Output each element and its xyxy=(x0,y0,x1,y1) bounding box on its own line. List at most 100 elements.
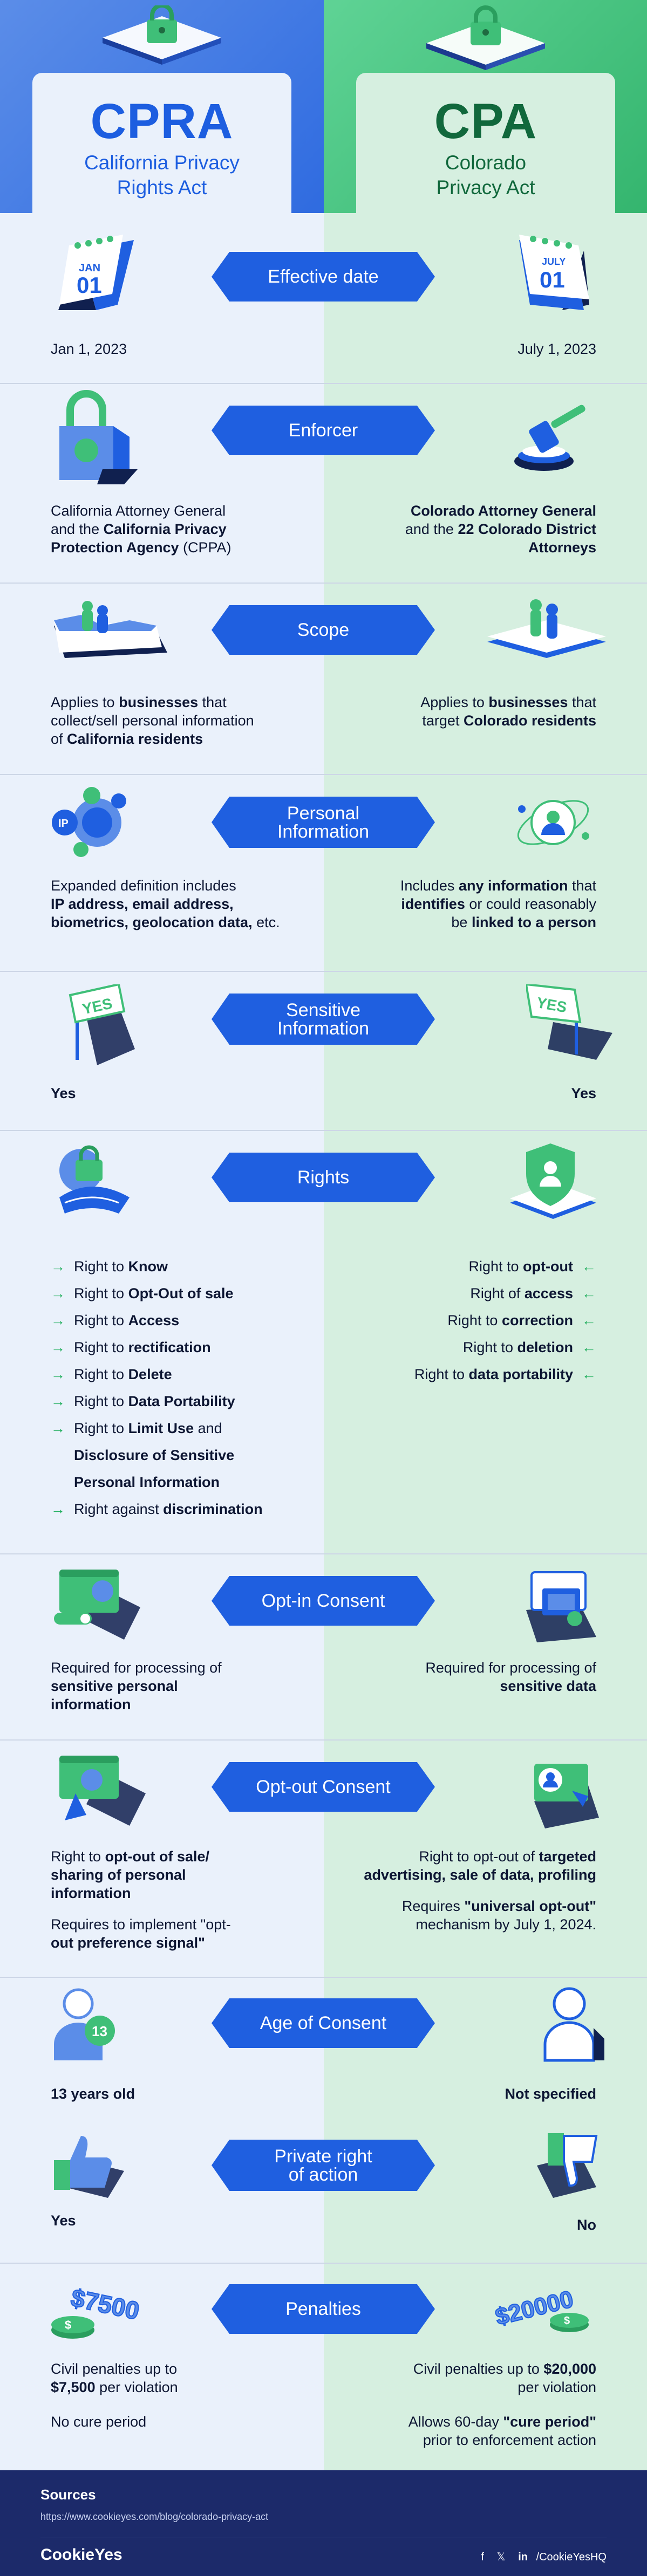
cpa-right-item: Right to data portability← xyxy=(414,1361,596,1388)
divider xyxy=(0,583,647,584)
optin-left-line2-bold: sensitive personal xyxy=(51,1678,178,1694)
cpa-right-bold: access xyxy=(524,1285,573,1301)
personal-left-line2: IP address, email address, xyxy=(51,895,280,913)
optout-right-line2-bold: advertising, sale of data, profiling xyxy=(364,1867,596,1883)
cpra-right-pre: Right to xyxy=(74,1285,128,1301)
sources-heading: Sources xyxy=(40,2486,96,2503)
right-column-background xyxy=(324,0,647,2470)
private-left: Yes xyxy=(51,2211,76,2230)
svg-text:$: $ xyxy=(564,2315,570,2327)
cpa-right-item: Right to deletion← xyxy=(414,1334,596,1361)
cpa-right-pre: Right to xyxy=(468,1258,523,1275)
enforcer-right-line1: Colorado Attorney General xyxy=(405,502,596,520)
sensitive-left-value: Yes xyxy=(51,1085,76,1101)
scope-right: Applies to businesses that target Colora… xyxy=(420,693,596,730)
age-badge-text: 13 xyxy=(92,2023,107,2039)
scope-right-2a: target xyxy=(422,712,464,729)
optin-left-line3-bold: information xyxy=(51,1696,131,1712)
scope-left-1b: businesses xyxy=(119,694,199,710)
divider xyxy=(0,774,647,775)
scope-right-2b: Colorado residents xyxy=(463,712,596,729)
arrow-left-icon: ← xyxy=(582,1339,596,1355)
x-icon[interactable]: 𝕏 xyxy=(496,2551,506,2563)
cpra-right-item: →Right to Opt-Out of sale xyxy=(51,1280,263,1307)
enforcer-right-line2b: 22 Colorado District xyxy=(458,521,596,537)
scope-title: Scope xyxy=(297,620,350,640)
divider xyxy=(0,1977,647,1978)
private-left-value: Yes xyxy=(51,2212,76,2229)
optout-right: Right to opt-out of targeted advertising… xyxy=(364,1847,596,1934)
cpra-right-bold: Delete xyxy=(128,1366,172,1382)
cpra-title-card: CPRA California Privacy Rights Act xyxy=(32,73,291,213)
penalties-right: Civil penalties up to $20,000 per violat… xyxy=(408,2360,596,2449)
opt-in-consent-pill: Opt-in Consent xyxy=(212,1576,435,1626)
age-right-value: Not specified xyxy=(505,2086,596,2102)
optout-left-line2: sharing of personal xyxy=(51,1866,231,1884)
cpa-right-bold: opt-out xyxy=(523,1258,573,1275)
penalties-right-3a: Allows 60-day xyxy=(408,2414,503,2430)
penalties-right-line4: prior to enforcement action xyxy=(423,2432,596,2448)
personal-right-line3: be linked to a person xyxy=(400,913,596,931)
cpra-right-item: →Right to Data Portability xyxy=(51,1388,263,1415)
social-handle[interactable]: /CookieYesHQ xyxy=(536,2551,607,2563)
arrow-right-icon: → xyxy=(51,1366,65,1382)
divider xyxy=(0,971,647,972)
cpra-right-pre: Right to xyxy=(74,1393,128,1409)
personal-left-3a: biometrics, geolocation data, xyxy=(51,914,253,930)
personal-right: Includes any information that identifies… xyxy=(400,876,596,931)
personal-right-2a: identifies xyxy=(401,896,465,912)
optout-left-1b: opt-out of sale/ xyxy=(105,1848,210,1865)
personal-right-3a: be xyxy=(451,914,472,930)
cpa-right-pre: Right to xyxy=(447,1312,502,1328)
divider xyxy=(0,383,647,384)
optout-right-1b: targeted xyxy=(539,1848,596,1865)
cpra-right-bold: discrimination xyxy=(163,1501,263,1517)
personal-title-2: Information xyxy=(277,821,370,842)
browser-cursor-icon-left xyxy=(59,1756,146,1826)
cpra-right-pre: Right to xyxy=(74,1258,128,1275)
penalties-right-line3: Allows 60-day "cure period" xyxy=(408,2413,596,2431)
footer: Sources https://www.cookieyes.com/blog/c… xyxy=(0,2470,647,2576)
scope-left: Applies to businesses that collect/sell … xyxy=(51,693,254,748)
source-link[interactable]: https://www.cookieyes.com/blog/colorado-… xyxy=(40,2511,269,2522)
private-right-of-action-pill: Private right of action xyxy=(212,2140,435,2191)
cpra-right-post: and xyxy=(194,1420,222,1436)
facebook-icon[interactable]: f xyxy=(481,2551,484,2563)
age-of-consent-pill: Age of Consent xyxy=(212,1998,435,2048)
sensitive-right: Yes xyxy=(571,1084,596,1102)
people-on-map-icon-left xyxy=(54,601,167,658)
personal-left-line3: biometrics, geolocation data, etc. xyxy=(51,913,280,931)
personal-right-2b: or could reasonably xyxy=(465,896,596,912)
arrow-left-icon: ← xyxy=(582,1312,596,1328)
personal-right-1a: Includes xyxy=(400,878,459,894)
calendar-day-left: 01 xyxy=(77,272,102,298)
optout-left-line3: information xyxy=(51,1884,231,1902)
left-column-background xyxy=(0,0,324,2470)
personal-left: Expanded definition includes IP address,… xyxy=(51,876,280,931)
scope-right-line2: target Colorado residents xyxy=(420,711,596,730)
optout-title: Opt-out Consent xyxy=(256,1777,391,1797)
cpra-right-bold: Opt-Out of sale xyxy=(128,1285,234,1301)
penalties-left-2a: $7,500 xyxy=(51,2379,96,2395)
scope-left-3a: of xyxy=(51,731,67,747)
svg-text:IP: IP xyxy=(58,818,69,830)
enforcer-left-line3: Protection Agency (CPPA) xyxy=(51,538,231,557)
cpra-fullname-2: Rights Act xyxy=(117,176,207,198)
enforcer-right-line1-bold: Colorado Attorney General xyxy=(410,503,596,519)
cpra-right-bold: Personal Information xyxy=(74,1474,220,1490)
yes-sign-icon-right: YES xyxy=(526,984,612,1060)
divider xyxy=(0,1739,647,1741)
cpra-right-item: →Disclosure of Sensitive xyxy=(51,1442,263,1469)
sensitive-left: Yes xyxy=(51,1084,76,1102)
cpra-right-bold: Access xyxy=(128,1312,180,1328)
cpra-right-bold: rectification xyxy=(128,1339,211,1355)
divider xyxy=(0,1553,647,1554)
enforcer-right-line2: and the 22 Colorado District xyxy=(405,520,596,538)
cpra-right-item: →Right against discrimination xyxy=(51,1496,263,1523)
enforcer-left: California Attorney General and the Cali… xyxy=(51,502,231,557)
optout-left-4: Requires to implement "opt- xyxy=(51,1916,231,1933)
linkedin-icon[interactable]: in xyxy=(518,2551,528,2563)
cpra-right-item: →Right to Know xyxy=(51,1253,263,1280)
rights-title: Rights xyxy=(297,1167,350,1188)
optout-left-1a: Right to xyxy=(51,1848,105,1865)
